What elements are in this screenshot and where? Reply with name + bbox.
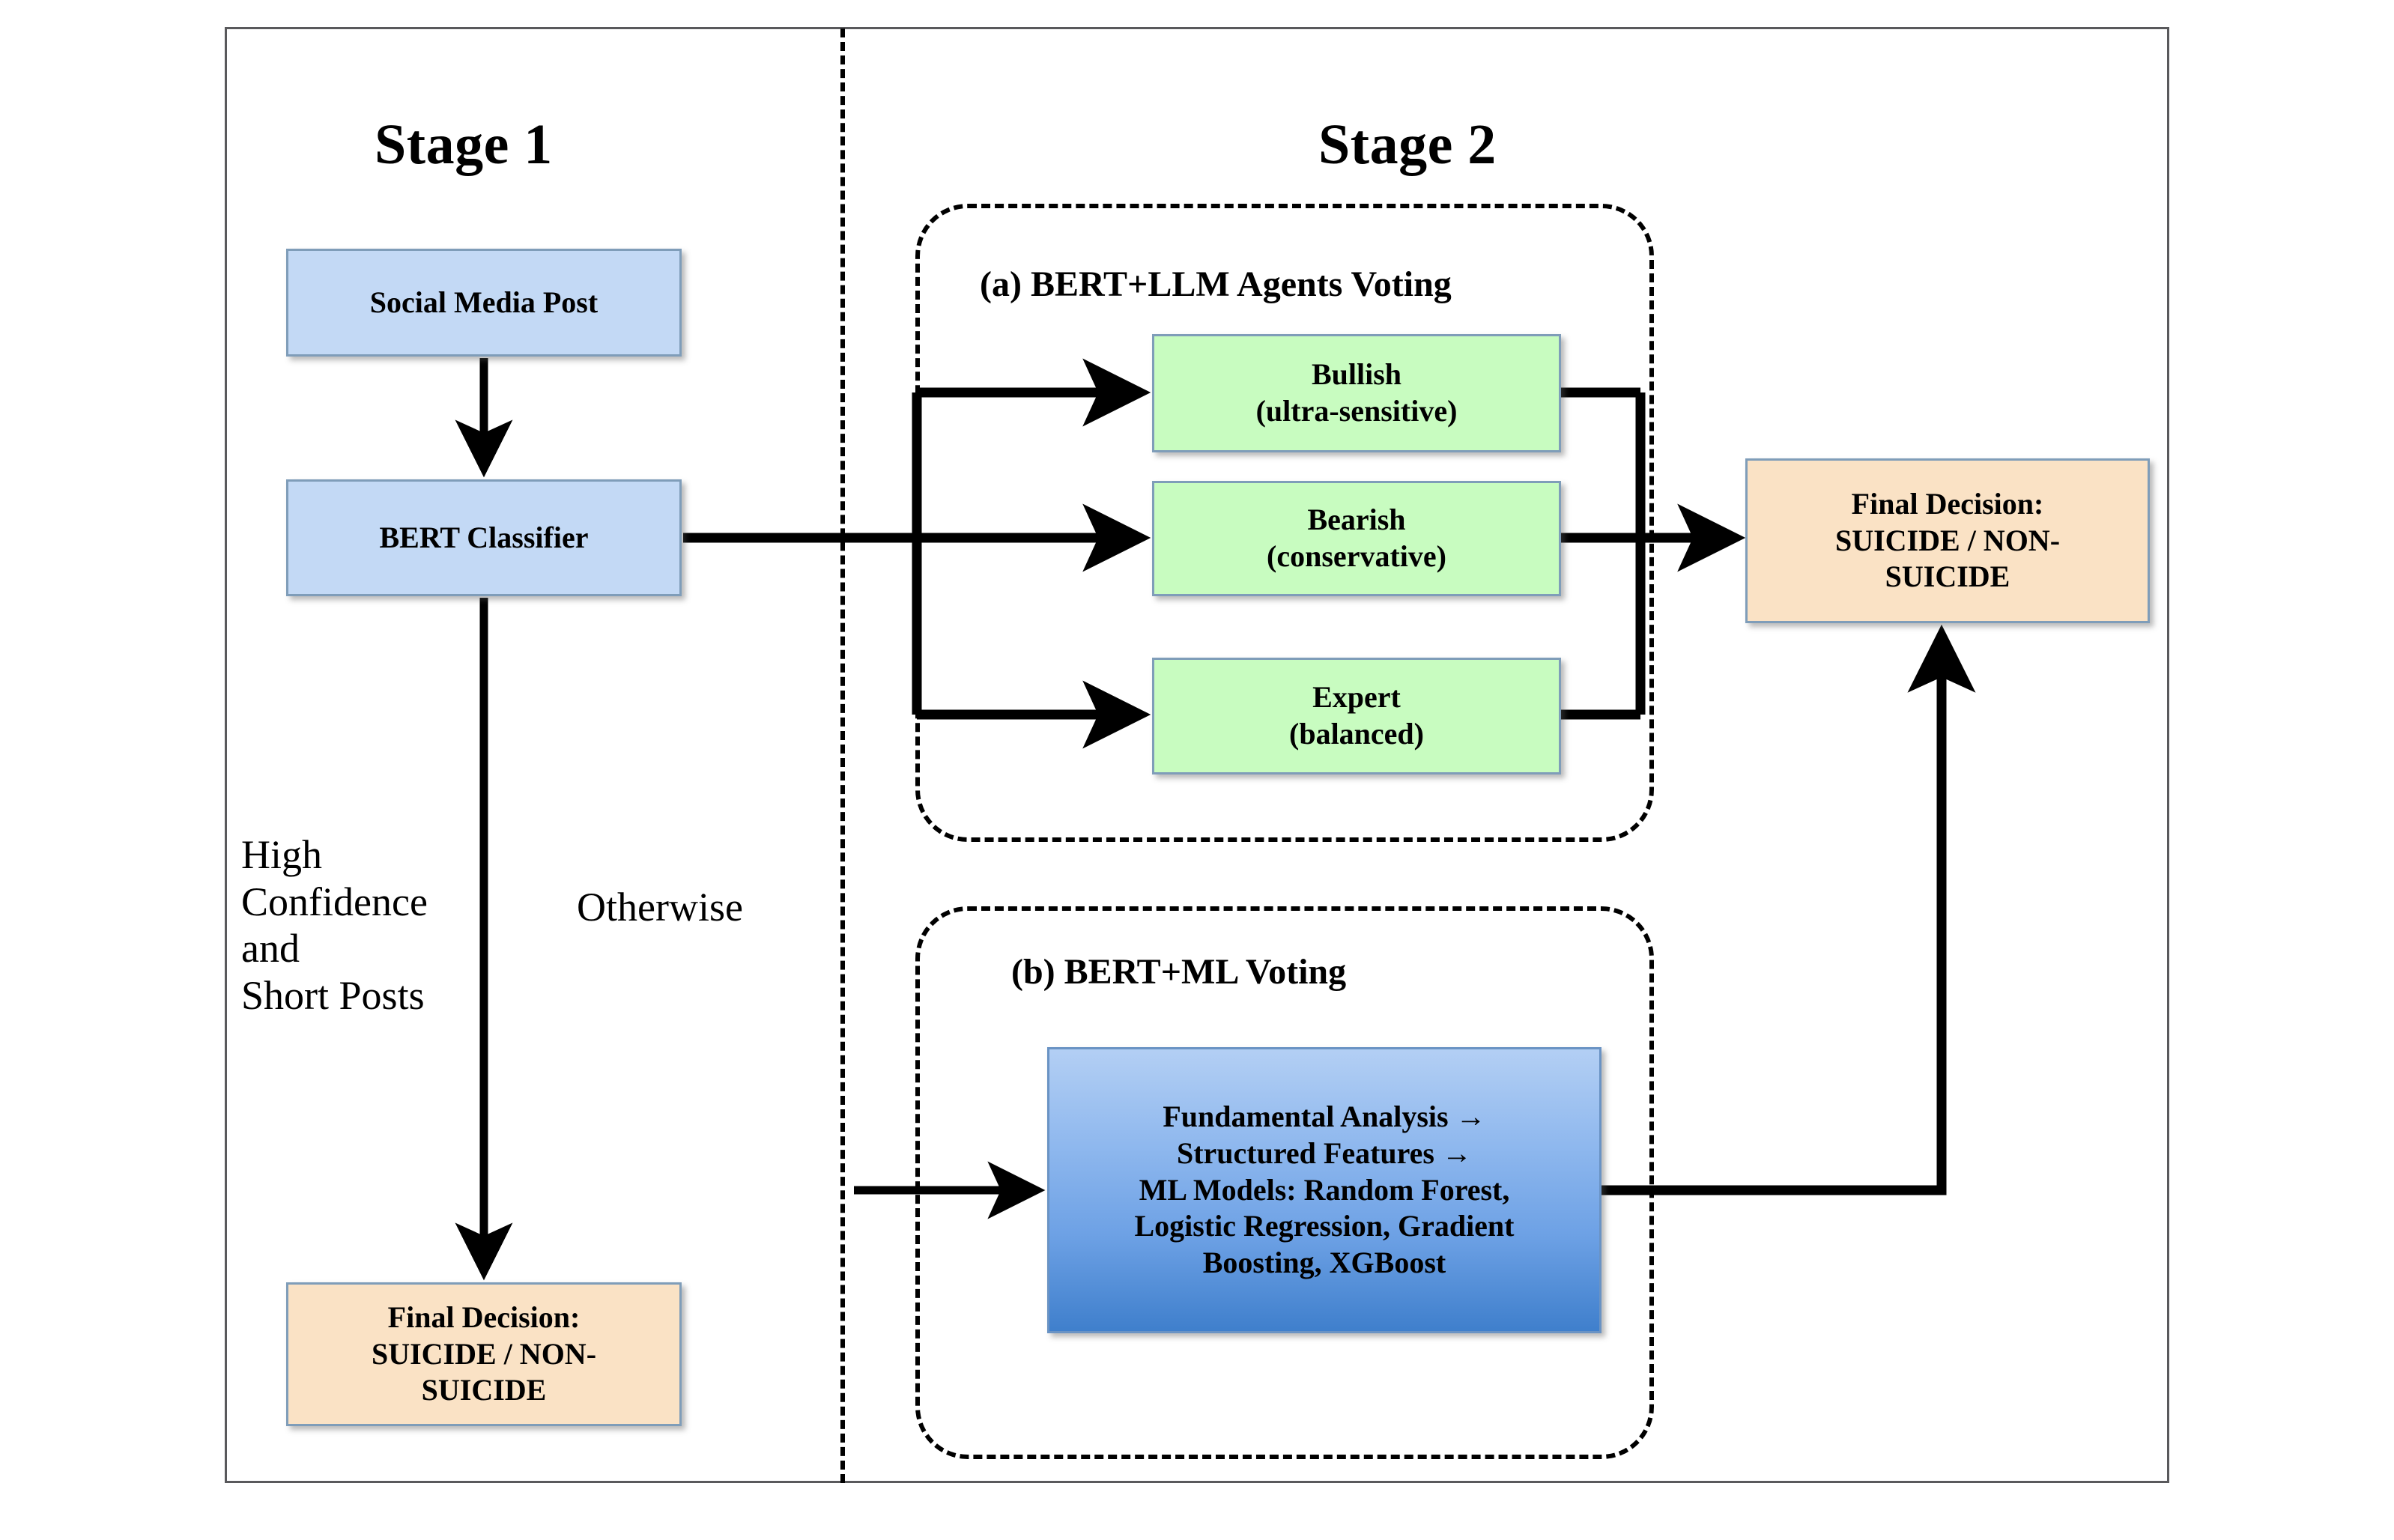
final-left-line-1: Final Decision: — [387, 1300, 581, 1334]
ml-line-1: Fundamental Analysis → — [1163, 1100, 1486, 1133]
bearish-line-2: (conservative) — [1267, 539, 1446, 573]
bullish-line-2: (ultra-sensitive) — [1255, 394, 1458, 428]
node-bert-classifier[interactable]: BERT Classifier — [286, 479, 682, 596]
node-agent-expert[interactable]: Expert (balanced) — [1152, 658, 1561, 774]
ml-line-2: Structured Features → — [1176, 1136, 1472, 1170]
ml-line-3: ML Models: Random Forest, — [1139, 1172, 1510, 1207]
node-agent-bearish[interactable]: Bearish (conservative) — [1152, 481, 1561, 596]
node-final-decision-stage2[interactable]: Final Decision: SUICIDE / NON- SUICIDE — [1745, 458, 2150, 623]
high-conf-line-4: Short Posts — [241, 972, 425, 1018]
final-left-line-2: SUICIDE / NON- — [371, 1336, 597, 1371]
node-final-decision-stage2-text: Final Decision: SUICIDE / NON- SUICIDE — [1835, 486, 2060, 595]
node-agent-expert-text: Expert (balanced) — [1289, 679, 1424, 753]
node-social-media-post[interactable]: Social Media Post — [286, 249, 682, 357]
expert-line-1: Expert — [1312, 680, 1401, 715]
node-social-media-post-label: Social Media Post — [369, 285, 598, 319]
panel-b-label: (b) BERT+ML Voting — [1011, 952, 1347, 992]
panel-a-label: (a) BERT+LLM Agents Voting — [980, 264, 1452, 304]
final-right-line-2: SUICIDE / NON- — [1834, 523, 2061, 557]
node-agent-bullish[interactable]: Bullish (ultra-sensitive) — [1152, 334, 1561, 452]
bullish-line-1: Bullish — [1311, 357, 1402, 392]
high-conf-line-1: High — [241, 832, 322, 877]
edge-label-high-confidence: High Confidence and Short Posts — [241, 831, 488, 1019]
node-agent-bullish-text: Bullish (ultra-sensitive) — [1256, 357, 1458, 430]
node-final-decision-stage1-text: Final Decision: SUICIDE / NON- SUICIDE — [372, 1300, 596, 1409]
node-final-decision-stage1[interactable]: Final Decision: SUICIDE / NON- SUICIDE — [286, 1282, 682, 1426]
final-right-line-3: SUICIDE — [1885, 560, 2010, 594]
node-agent-bearish-text: Bearish (conservative) — [1267, 502, 1446, 575]
node-ml-pipeline[interactable]: Fundamental Analysis → Structured Featur… — [1047, 1047, 1601, 1333]
expert-line-2: (balanced) — [1289, 717, 1424, 751]
node-ml-pipeline-text: Fundamental Analysis → Structured Featur… — [1134, 1099, 1514, 1282]
stage-2-title: Stage 2 — [1318, 113, 1497, 176]
stage-1-title: Stage 1 — [375, 113, 553, 176]
stage-divider-dashed-line — [840, 28, 845, 1483]
node-bert-classifier-label: BERT Classifier — [379, 520, 589, 554]
ml-line-4: Logistic Regression, Gradient — [1134, 1209, 1515, 1243]
edge-label-otherwise: Otherwise — [577, 885, 743, 930]
final-right-line-1: Final Decision: — [1851, 486, 2044, 521]
high-conf-line-3: and — [241, 926, 300, 971]
final-left-line-3: SUICIDE — [421, 1373, 547, 1407]
high-conf-line-2: Confidence — [241, 879, 428, 924]
ml-line-5: Boosting, XGBoost — [1202, 1246, 1446, 1280]
bearish-line-1: Bearish — [1307, 503, 1406, 537]
